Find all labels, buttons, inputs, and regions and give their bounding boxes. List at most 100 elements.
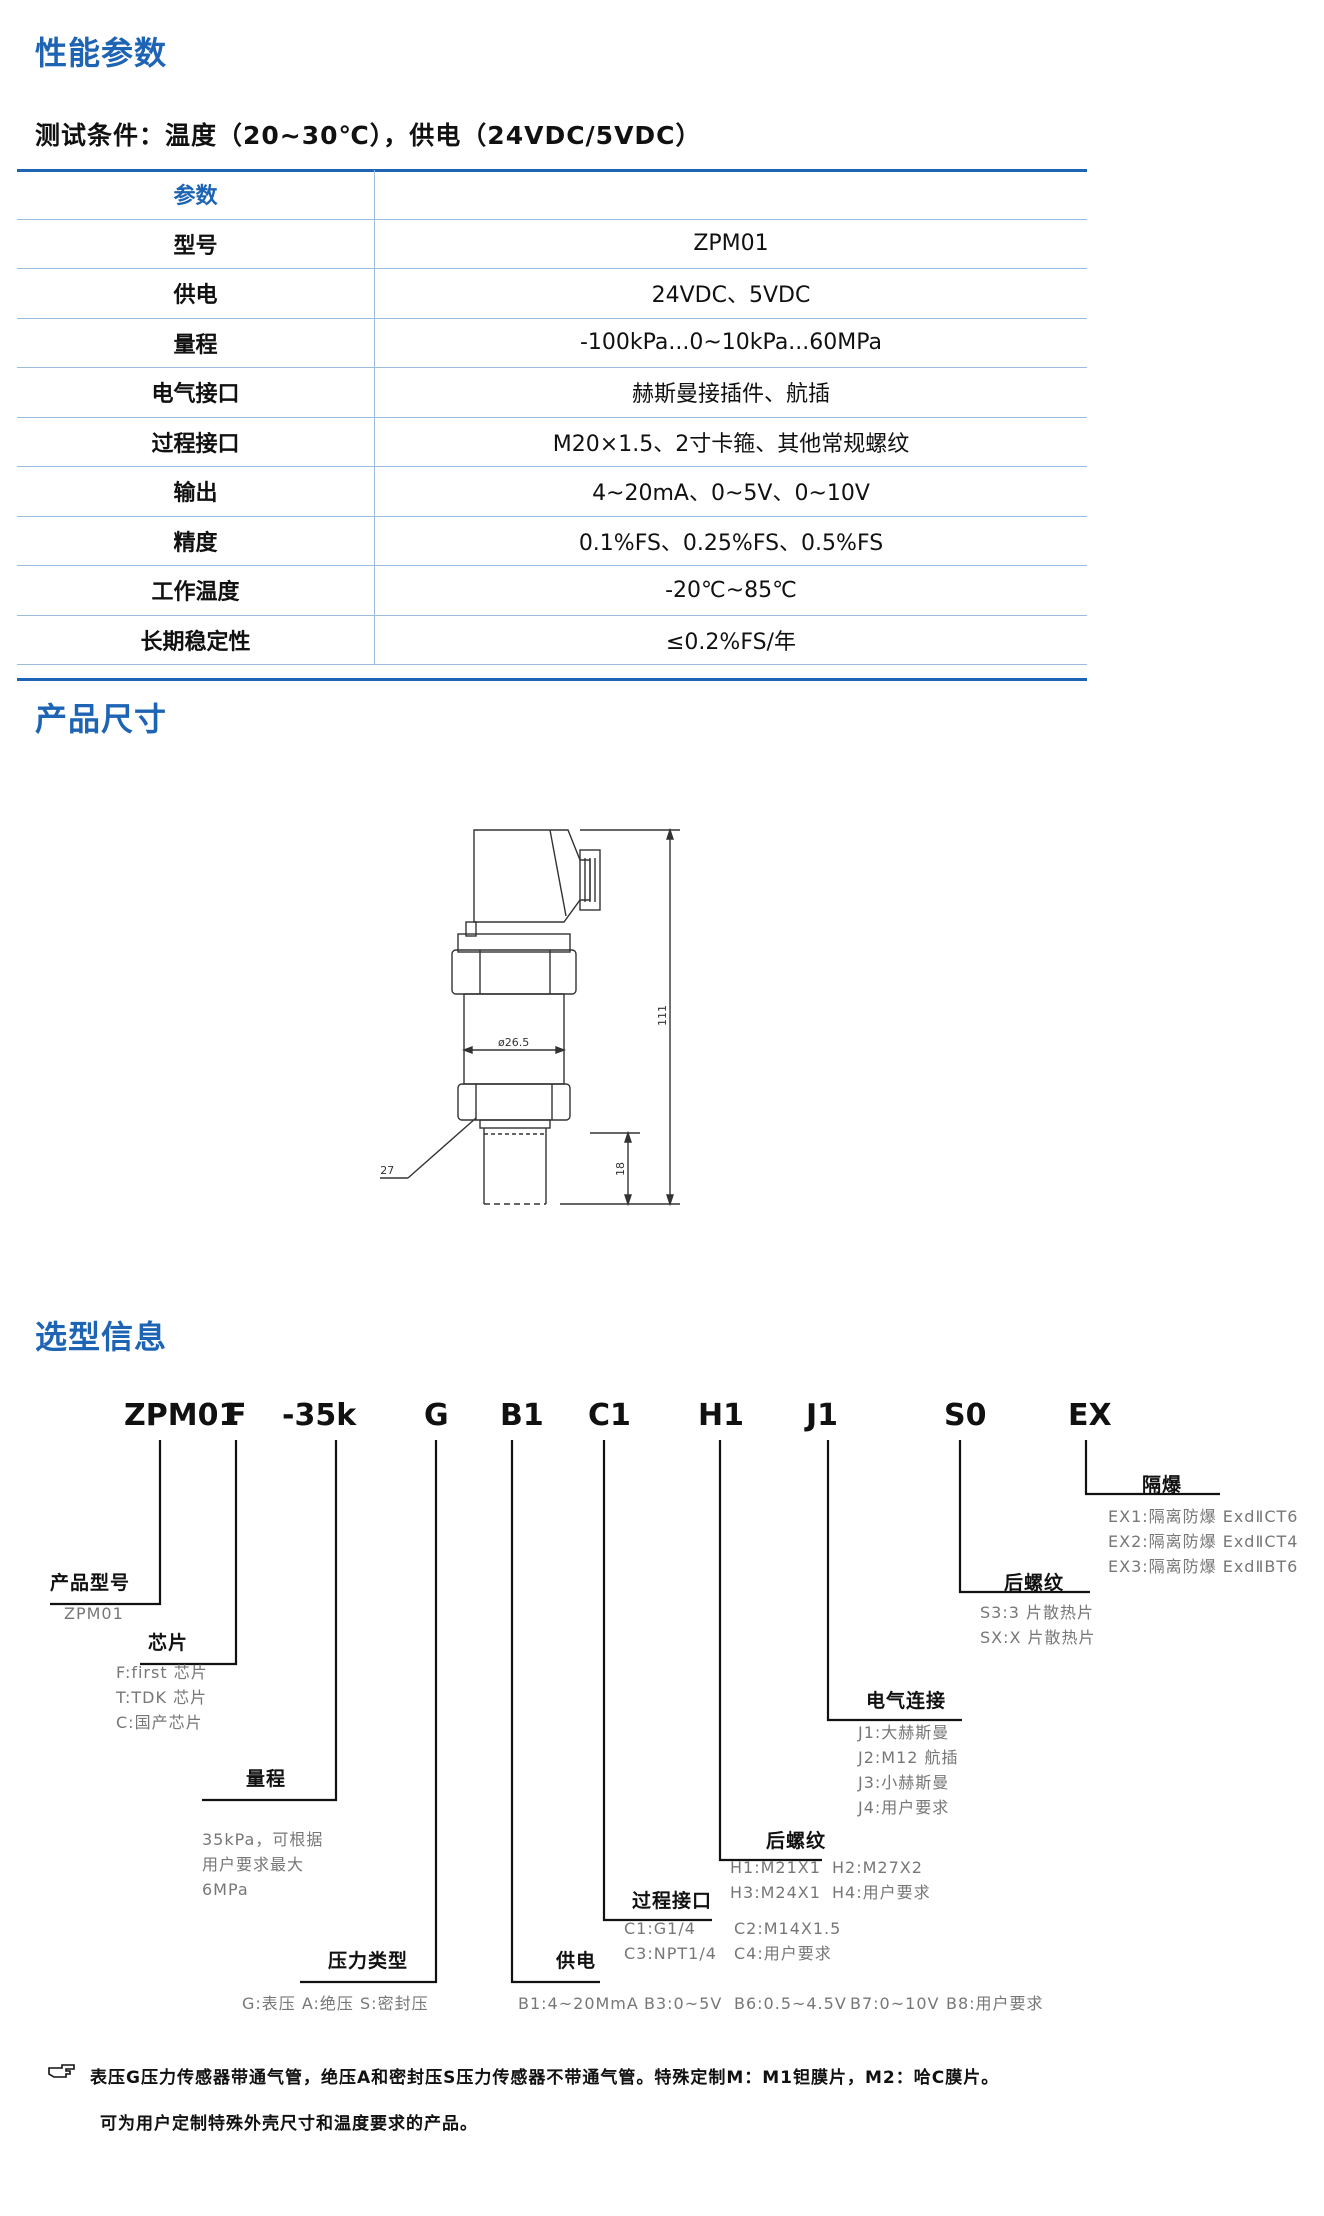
connector-head xyxy=(473,829,591,923)
thread-port xyxy=(483,1128,547,1204)
chip-label: 芯片 xyxy=(148,1632,189,1654)
row-value: -100kPa...0~10kPa...60MPa xyxy=(374,318,1087,368)
code-thread: H1 xyxy=(698,1398,744,1433)
row-key: 过程接口 xyxy=(17,417,375,467)
thread-option: H4:用户要求 xyxy=(832,1883,931,1902)
heatsink-option: S3:3 片散热片 xyxy=(980,1603,1094,1622)
diameter-label: ø26.5 xyxy=(498,1036,529,1049)
selection-title: 选型信息 xyxy=(35,1318,168,1356)
row-key: 长期稳定性 xyxy=(17,615,375,665)
code-model: ZPM01 xyxy=(124,1398,240,1433)
leader-thread xyxy=(718,1440,822,1862)
explosion-option: EX3:隔离防爆 ExdⅡBT6 xyxy=(1108,1557,1299,1576)
row-key: 供电 xyxy=(17,268,375,319)
thread-option: H1:M21X1 xyxy=(730,1858,821,1877)
code-pressure-type: G xyxy=(424,1398,449,1433)
row-key: 输出 xyxy=(17,466,375,517)
upper-hex-nut xyxy=(451,949,577,995)
heatsink-option: SX:X 片散热片 xyxy=(980,1628,1096,1647)
range-option: 35kPa，可根据 xyxy=(202,1830,324,1849)
row-value: M20×1.5、2寸卡箍、其他常规螺纹 xyxy=(374,417,1087,467)
model-label: 产品型号 xyxy=(50,1572,131,1594)
test-condition: 测试条件：温度（20~30℃），供电（24VDC/5VDC） xyxy=(35,121,702,150)
dimension-title: 产品尺寸 xyxy=(35,700,168,738)
thread-option: H3:M24X1 xyxy=(730,1883,821,1902)
row-value: 赫斯曼接插件、航插 xyxy=(374,367,1087,418)
lower-hex-nut xyxy=(457,1083,571,1121)
row-key: 电气接口 xyxy=(17,367,375,418)
process-option: C3:NPT1/4 xyxy=(624,1944,717,1963)
row-key: 量程 xyxy=(17,318,375,368)
row-value: -20℃~85℃ xyxy=(374,565,1087,616)
wrench-leader xyxy=(407,1117,477,1179)
process-option: C2:M14X1.5 xyxy=(734,1919,842,1938)
code-heatsink: S0 xyxy=(944,1398,987,1433)
electrical-label: 电气连接 xyxy=(866,1690,947,1712)
product-dimension-drawing: ø26.5 S=27 111 18 xyxy=(380,827,680,1207)
process-label: 过程接口 xyxy=(632,1890,713,1912)
code-power: B1 xyxy=(500,1398,544,1433)
leader-power xyxy=(510,1440,600,1984)
pointing-hand-icon xyxy=(48,2064,75,2078)
table-row: 工作温度-20℃~85℃ xyxy=(17,565,1087,616)
thread-length-label: 18 xyxy=(614,1162,627,1176)
code-chip: F xyxy=(226,1398,247,1433)
connector-plug xyxy=(579,849,601,911)
leader-explosion xyxy=(1084,1440,1220,1496)
power-option: B3:0~5V xyxy=(644,1994,723,2013)
lock-nut-top xyxy=(457,933,571,953)
row-key: 工作温度 xyxy=(17,565,375,616)
electrical-option: J4:用户要求 xyxy=(858,1798,950,1817)
row-key: 精度 xyxy=(17,516,375,566)
table-header-value xyxy=(374,170,1087,220)
thread-option: H2:M27X2 xyxy=(832,1858,923,1877)
power-label: 供电 xyxy=(556,1950,597,1972)
range-option: 6MPa xyxy=(202,1880,249,1899)
table-row: 长期稳定性≤0.2%FS/年 xyxy=(17,615,1087,665)
note-line-2: 可为用户定制特殊外壳尺寸和温度要求的产品。 xyxy=(100,2114,478,2134)
table-row: 量程-100kPa...0~10kPa...60MPa xyxy=(17,318,1087,368)
row-key: 型号 xyxy=(17,219,375,269)
chip-option: C:国产芯片 xyxy=(116,1713,203,1732)
electrical-option: J2:M12 航插 xyxy=(858,1748,959,1767)
range-option: 用户要求最大 xyxy=(202,1855,305,1874)
total-height-label: 111 xyxy=(656,1005,669,1026)
power-option: B6:0.5~4.5V xyxy=(734,1994,847,2013)
process-option: C4:用户要求 xyxy=(734,1944,832,1963)
row-value: 0.1%FS、0.25%FS、0.5%FS xyxy=(374,516,1087,566)
process-option: C1:G1/4 xyxy=(624,1919,696,1938)
code-explosion: EX xyxy=(1068,1398,1112,1433)
electrical-option: J3:小赫斯曼 xyxy=(858,1773,950,1792)
leader-range xyxy=(202,1440,338,1802)
pressure-type-label: 压力类型 xyxy=(328,1950,409,1972)
electrical-option: J1:大赫斯曼 xyxy=(858,1723,950,1742)
leader-pressure-type xyxy=(300,1440,438,1984)
code-electrical: J1 xyxy=(806,1398,839,1433)
chip-option: T:TDK 芯片 xyxy=(116,1688,208,1707)
leader-electrical xyxy=(826,1440,962,1722)
leader-heatsink xyxy=(958,1440,1090,1594)
thread-label: 后螺纹 xyxy=(766,1830,827,1852)
leader-process xyxy=(602,1440,712,1922)
leader-model xyxy=(50,1440,162,1606)
heatsink-label: 后螺纹 xyxy=(1004,1572,1065,1594)
pressure-type-option: G:表压 A:绝压 S:密封压 xyxy=(242,1994,429,2013)
table-bottom-rule xyxy=(17,678,1087,681)
code-process: C1 xyxy=(588,1398,631,1433)
explosion-option: EX2:隔离防爆 ExdⅡCT4 xyxy=(1108,1532,1299,1551)
leader-chip xyxy=(140,1440,238,1666)
explosion-option: EX1:隔离防爆 ExdⅡCT6 xyxy=(1108,1507,1299,1526)
table-header-key: 参数 xyxy=(17,170,375,220)
chip-option: F:first 芯片 xyxy=(116,1663,208,1682)
table-header-row: 参数 xyxy=(17,170,1087,220)
selection-leader-lines xyxy=(50,1440,1220,1984)
row-value: ≤0.2%FS/年 xyxy=(374,615,1087,665)
code-range: -35k xyxy=(282,1398,357,1433)
wrench-label: S=27 xyxy=(380,1164,394,1177)
row-value: ZPM01 xyxy=(374,219,1087,269)
